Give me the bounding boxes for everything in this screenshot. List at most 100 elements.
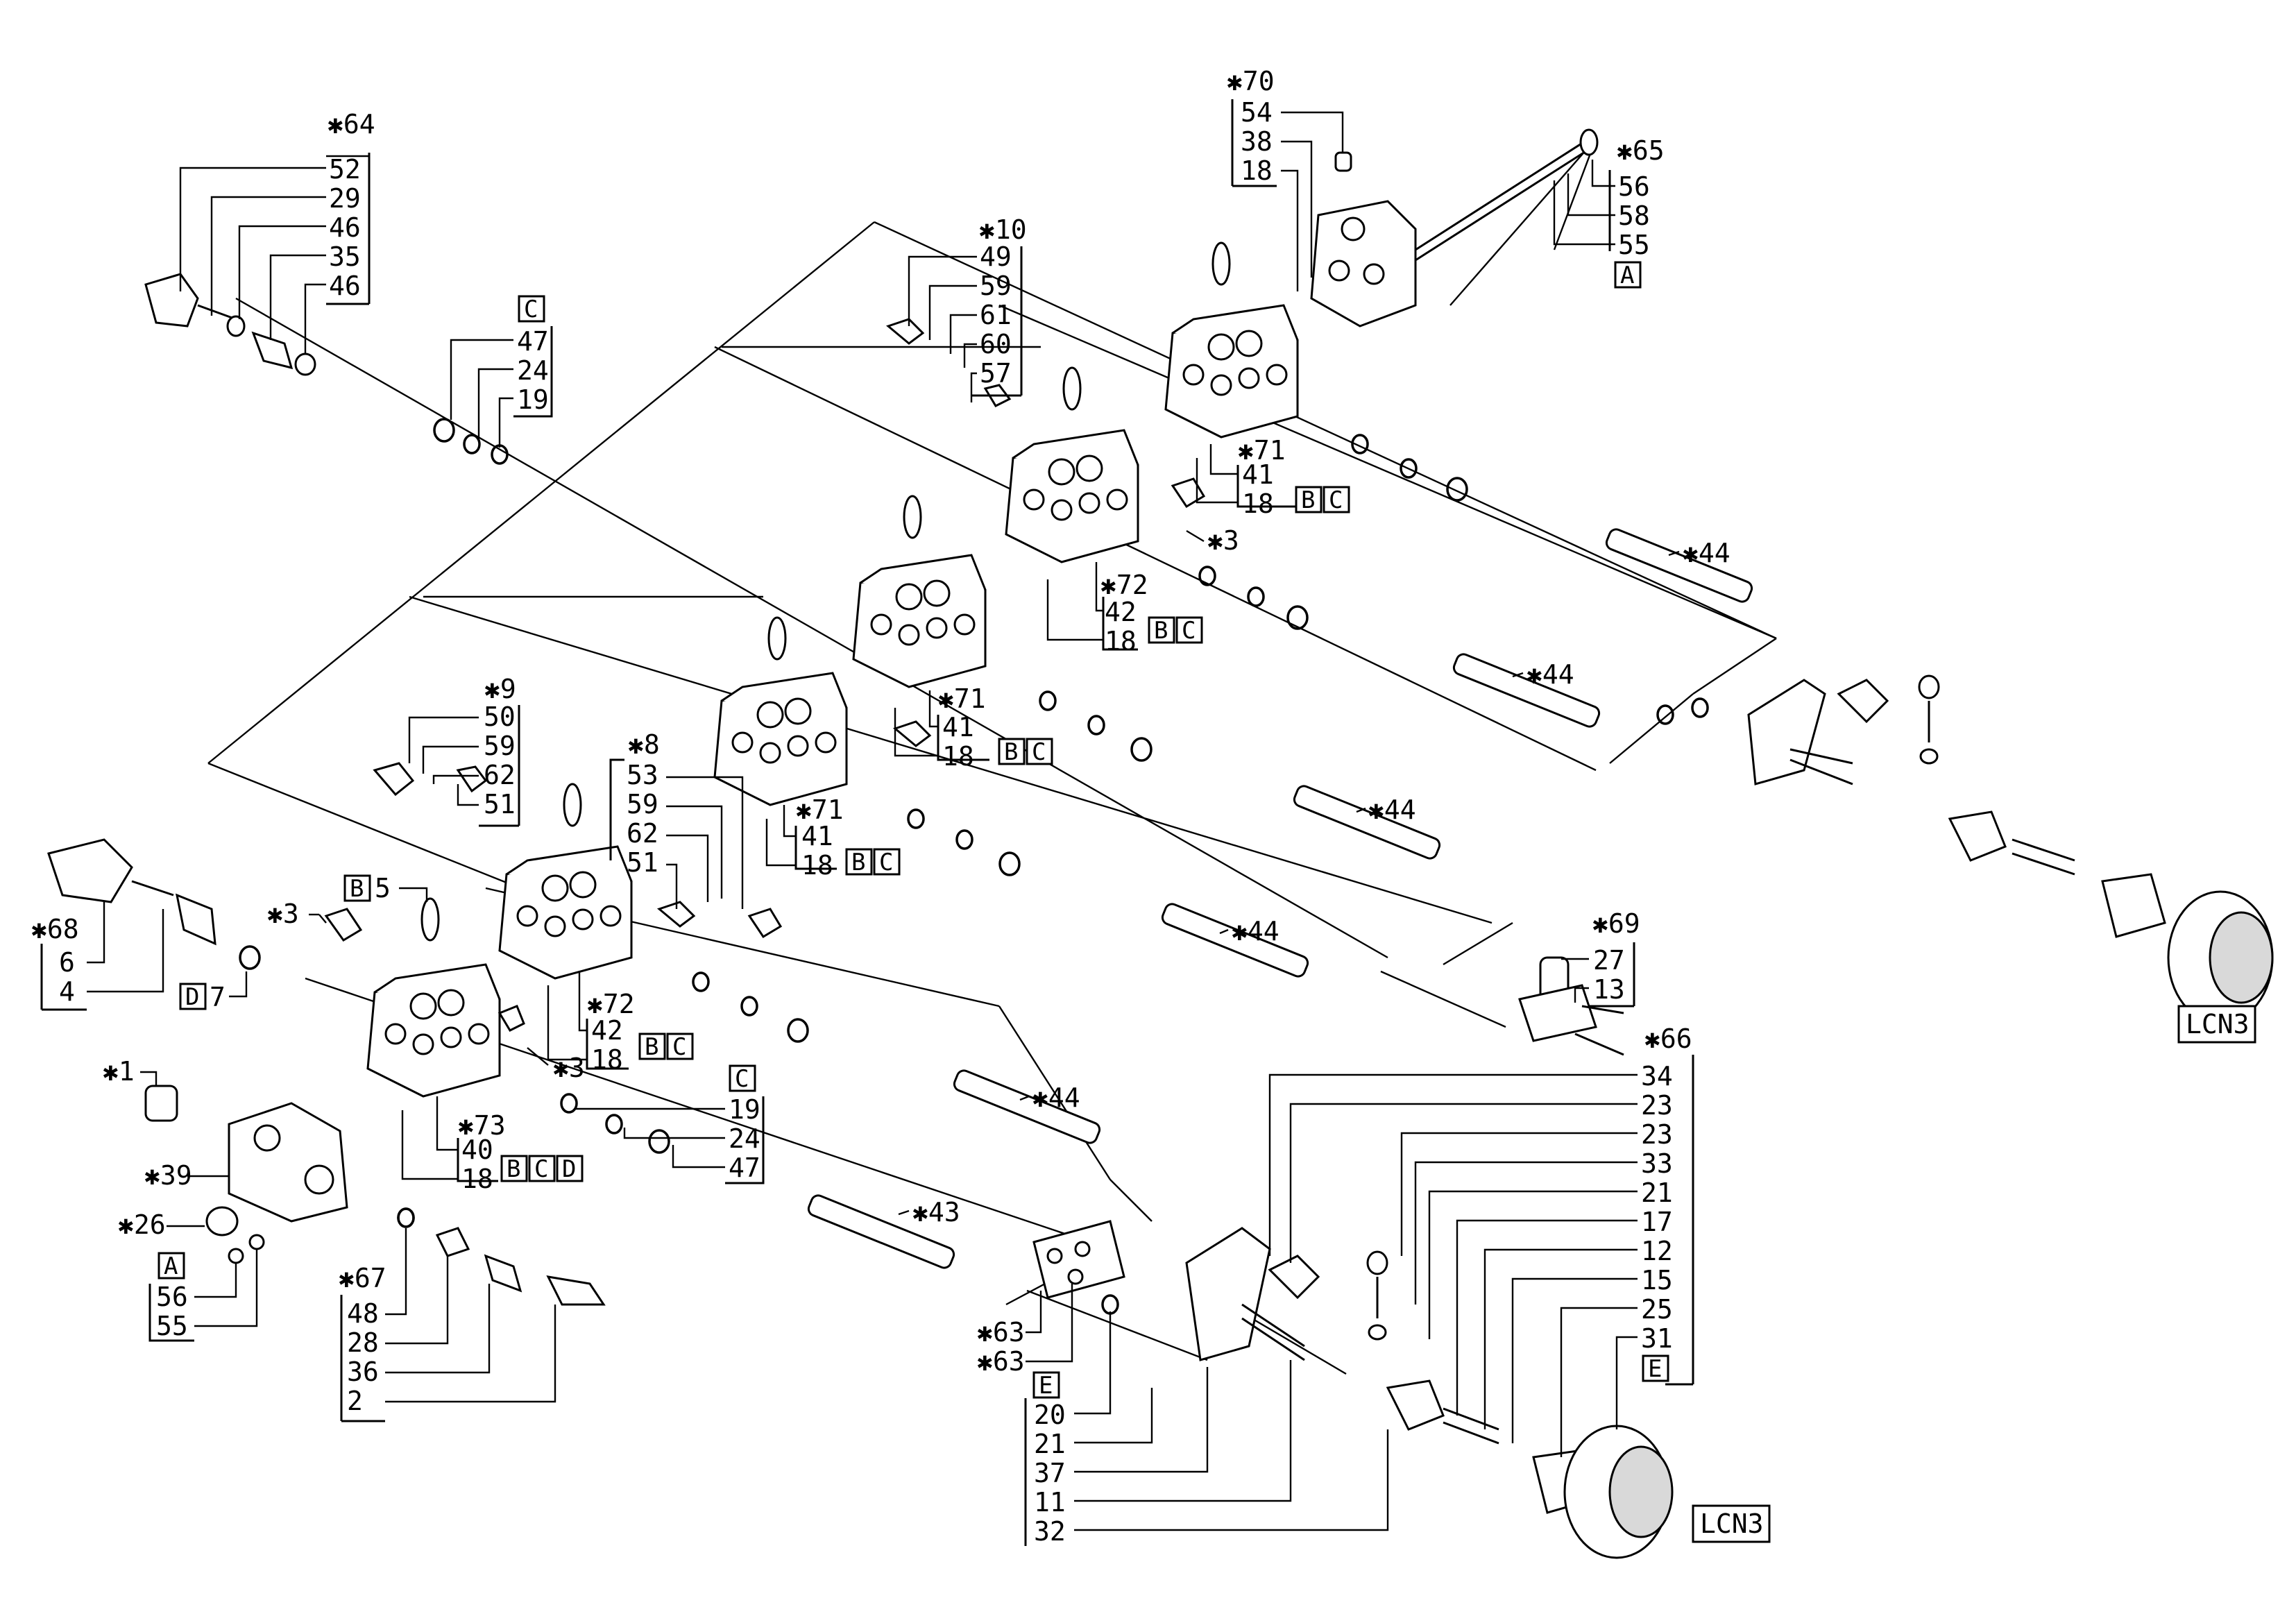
callout-group-67: ✱67 48 28 36 2 (339, 1228, 556, 1422)
svg-text:59: 59 (980, 271, 1012, 301)
callout-group-3-c: ✱3 (527, 1047, 585, 1083)
svg-text:41: 41 (801, 821, 833, 851)
svg-text:24: 24 (729, 1123, 760, 1154)
svg-text:18: 18 (942, 741, 974, 772)
svg-text:6: 6 (59, 947, 75, 978)
svg-text:LCN3: LCN3 (1700, 1509, 1764, 1539)
svg-text:27: 27 (1593, 945, 1625, 976)
svg-text:19: 19 (729, 1094, 760, 1125)
svg-text:33: 33 (1641, 1148, 1673, 1179)
svg-text:53: 53 (627, 760, 658, 790)
svg-text:61: 61 (980, 300, 1012, 330)
lcn3-bottom (1563, 1425, 1674, 1559)
svg-text:59: 59 (484, 731, 516, 761)
svg-text:B: B (507, 1155, 520, 1183)
svg-text:31: 31 (1641, 1323, 1673, 1354)
callout-group-68: ✱68 6 4 (31, 902, 164, 1011)
svg-text:✱3: ✱3 (1207, 525, 1239, 556)
callout-group-66: ✱66 34 23 23 33 21 17 12 15 25 31 E (1268, 1023, 1694, 1457)
svg-text:37: 37 (1034, 1458, 1066, 1488)
callout-group-8: ✱8 53 59 62 51 (609, 729, 744, 909)
svg-text:18: 18 (801, 850, 833, 881)
svg-text:✱39: ✱39 (144, 1160, 192, 1191)
svg-text:✱73: ✱73 (458, 1110, 506, 1141)
svg-text:D: D (185, 983, 199, 1011)
svg-text:C: C (1032, 738, 1046, 766)
svg-text:62: 62 (484, 760, 516, 790)
callout-group-72-b: ✱72 42 18 B C (547, 971, 694, 1075)
svg-text:✱65: ✱65 (1617, 135, 1665, 166)
svg-text:✱44: ✱44 (1527, 659, 1574, 690)
svg-text:✱63: ✱63 (977, 1317, 1025, 1348)
svg-text:41: 41 (942, 712, 974, 742)
svg-text:12: 12 (1641, 1236, 1673, 1266)
svg-text:42: 42 (591, 1015, 623, 1046)
svg-text:✱44: ✱44 (1683, 538, 1730, 568)
svg-text:✱44: ✱44 (1368, 794, 1416, 825)
svg-text:C: C (672, 1033, 686, 1061)
svg-text:5: 5 (375, 873, 391, 903)
svg-text:C: C (879, 849, 893, 876)
callout-group-9: ✱9 50 59 62 51 (408, 674, 520, 827)
svg-text:57: 57 (980, 358, 1012, 389)
svg-text:60: 60 (980, 329, 1012, 359)
svg-text:36: 36 (347, 1357, 379, 1387)
callout-group-26: ✱26 (118, 1209, 205, 1240)
svg-text:18: 18 (1105, 626, 1137, 656)
callout-group-70: ✱70 54 38 18 (1227, 66, 1344, 291)
svg-text:✱8: ✱8 (628, 729, 660, 760)
svg-text:✱43: ✱43 (912, 1197, 960, 1227)
svg-text:✱3: ✱3 (553, 1053, 585, 1083)
svg-text:24: 24 (517, 355, 549, 386)
svg-text:47: 47 (729, 1153, 760, 1183)
svg-text:B: B (1301, 486, 1315, 514)
svg-text:40: 40 (461, 1135, 493, 1165)
svg-text:21: 21 (1641, 1178, 1673, 1208)
spools (807, 528, 1753, 1269)
callout-group-44-a: ✱44 (1668, 538, 1730, 568)
svg-text:18: 18 (591, 1044, 623, 1075)
svg-text:28: 28 (347, 1327, 379, 1358)
svg-text:19: 19 (517, 384, 549, 415)
callout-group-43: ✱43 (898, 1197, 960, 1227)
callout-group-39: ✱39 (144, 1160, 230, 1191)
svg-text:29: 29 (329, 183, 361, 214)
svg-text:18: 18 (461, 1164, 493, 1194)
callout-group-c-mid: C 19 24 47 (576, 1064, 765, 1184)
callout-group-e-left: E 20 21 37 11 32 (1024, 1311, 1389, 1547)
svg-text:17: 17 (1641, 1207, 1673, 1237)
callout-group-1: ✱1 (103, 1056, 158, 1087)
svg-text:✱10: ✱10 (979, 214, 1027, 245)
lcn3-label-bottom: LCN3 (1692, 1504, 1771, 1543)
svg-text:56: 56 (156, 1282, 188, 1312)
svg-text:46: 46 (329, 212, 361, 243)
callout-group-a-bottom: A 56 55 (148, 1249, 258, 1342)
svg-text:50: 50 (484, 702, 516, 732)
inlet-cover-bottom (144, 1085, 348, 1264)
svg-text:✱3: ✱3 (267, 899, 299, 929)
port-plug-assemblies (324, 318, 1206, 1032)
svg-text:✱68: ✱68 (31, 914, 79, 944)
svg-text:55: 55 (156, 1311, 188, 1341)
svg-text:62: 62 (627, 818, 658, 849)
callout-group-72-a: ✱72 42 18 B C (1046, 562, 1203, 656)
svg-text:C: C (735, 1065, 749, 1093)
svg-text:51: 51 (484, 789, 516, 819)
svg-text:38: 38 (1241, 126, 1273, 157)
relief-valve-assembly-68 (47, 838, 216, 946)
svg-text:42: 42 (1105, 597, 1137, 627)
svg-text:41: 41 (1242, 459, 1274, 490)
svg-text:25: 25 (1641, 1294, 1673, 1325)
svg-text:E: E (1648, 1355, 1662, 1383)
svg-text:35: 35 (329, 241, 361, 272)
svg-text:✱70: ✱70 (1227, 66, 1275, 96)
svg-text:48: 48 (347, 1298, 379, 1329)
svg-text:✱71: ✱71 (796, 794, 844, 825)
svg-text:✱71: ✱71 (938, 683, 986, 714)
svg-text:18: 18 (1242, 488, 1274, 519)
svg-text:C: C (524, 296, 538, 323)
spool-cap-assembly-top (1747, 674, 2166, 938)
callout-group-3-a: ✱3 (1186, 525, 1239, 556)
lcn3-label-top: LCN3 (2177, 1005, 2256, 1044)
svg-text:C: C (1182, 617, 1196, 645)
